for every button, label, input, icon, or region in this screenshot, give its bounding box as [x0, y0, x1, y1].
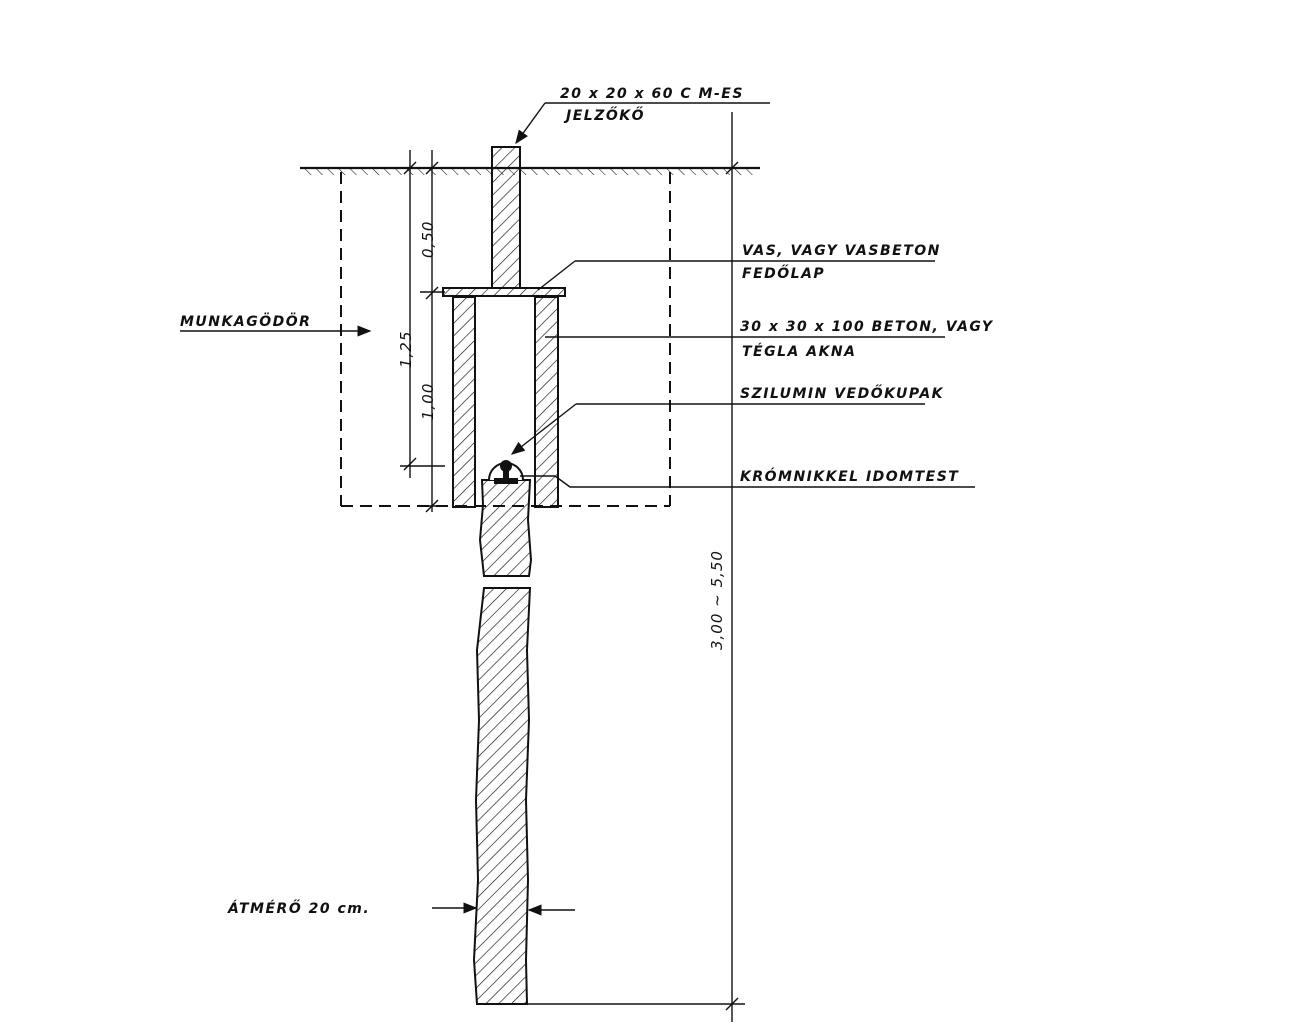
- marker-stone-leader: [515, 102, 546, 145]
- marker-stone-label-line2: JELZŐKŐ: [563, 106, 645, 124]
- ground-surface: [300, 166, 760, 175]
- dimension-1-00: 1,00: [419, 383, 437, 420]
- shaft-wall-right: [534, 296, 559, 508]
- pile-upper-segment: [478, 479, 533, 577]
- cap-leader: [510, 403, 577, 455]
- fitting-leader: [520, 475, 975, 488]
- shaft-label-line2: TÉGLA AKNA: [742, 343, 856, 360]
- cap-label: SZILUMIN VEDŐKUPAK: [740, 384, 944, 402]
- dimension-1-25: 1,25: [397, 331, 415, 368]
- marker-stone-label-line1: 20 x 20 x 60 C M-ES: [560, 86, 744, 102]
- shaft-label-line1: 30 x 30 x 100 BETON, VAGY: [740, 319, 994, 335]
- dimension-0-50: 0,50: [419, 221, 437, 258]
- pile-lower-segment: [472, 587, 532, 1005]
- marker-stone: [491, 146, 521, 289]
- diameter-arrows: [432, 902, 575, 916]
- diameter-label: ÁTMÉRŐ 20 cm.: [227, 899, 370, 917]
- dimension-3-00-5-50: 3,00 ~ 5,50: [708, 550, 726, 650]
- work-pit-label: MUNKAGÖDÖR: [180, 312, 311, 330]
- cover-plate: [442, 287, 566, 297]
- total-depth-dimension: [528, 112, 745, 1022]
- shaft-wall-left: [452, 296, 476, 508]
- cover-plate-label-line1: VAS, VAGY VASBETON: [742, 243, 941, 259]
- cover-plate-leader: [537, 260, 576, 291]
- work-pit-outline: [340, 172, 671, 507]
- depth-dimension-chain: [400, 150, 445, 513]
- cover-plate-label-line2: FEDŐLAP: [742, 264, 825, 282]
- fitting-label: KRÓMNIKKEL IDOMTEST: [740, 467, 959, 485]
- chrome-nickel-fitting-icon: [494, 470, 518, 484]
